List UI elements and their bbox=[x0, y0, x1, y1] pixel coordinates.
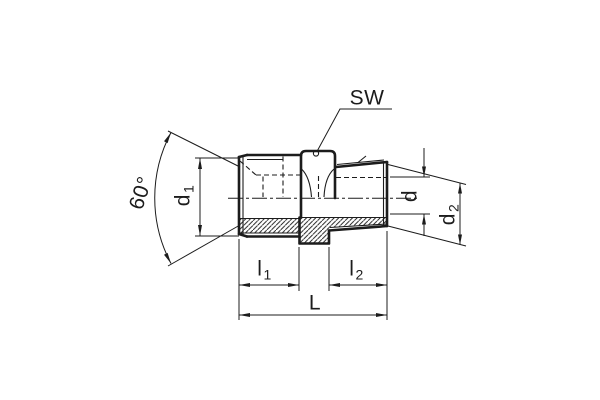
sw-leader bbox=[312, 108, 392, 157]
dimension-d-arrows bbox=[422, 166, 426, 225]
d2-label: d2 bbox=[436, 203, 462, 226]
section-hatch bbox=[240, 217, 387, 244]
dimension-angle-60 bbox=[154, 130, 241, 267]
dimension-d1-arrows bbox=[198, 158, 202, 236]
part-outline bbox=[237, 149, 389, 245]
l1-label: l1 bbox=[257, 257, 272, 283]
length-label: L bbox=[308, 291, 322, 315]
dimension-d1 bbox=[195, 157, 239, 237]
sw-label: SW bbox=[349, 86, 385, 110]
dimension-angle-60-arrows bbox=[164, 132, 171, 264]
sw-leader-dot bbox=[312, 150, 320, 157]
d1-label: d1 bbox=[171, 184, 197, 207]
l2-label: l2 bbox=[349, 257, 364, 283]
hidden-lines bbox=[239, 156, 386, 197]
body-thin-lines bbox=[240, 155, 388, 235]
d-label: d bbox=[398, 189, 422, 203]
dimension-lengths-arrows bbox=[239, 283, 387, 317]
dimension-d2-arrows bbox=[458, 183, 462, 245]
